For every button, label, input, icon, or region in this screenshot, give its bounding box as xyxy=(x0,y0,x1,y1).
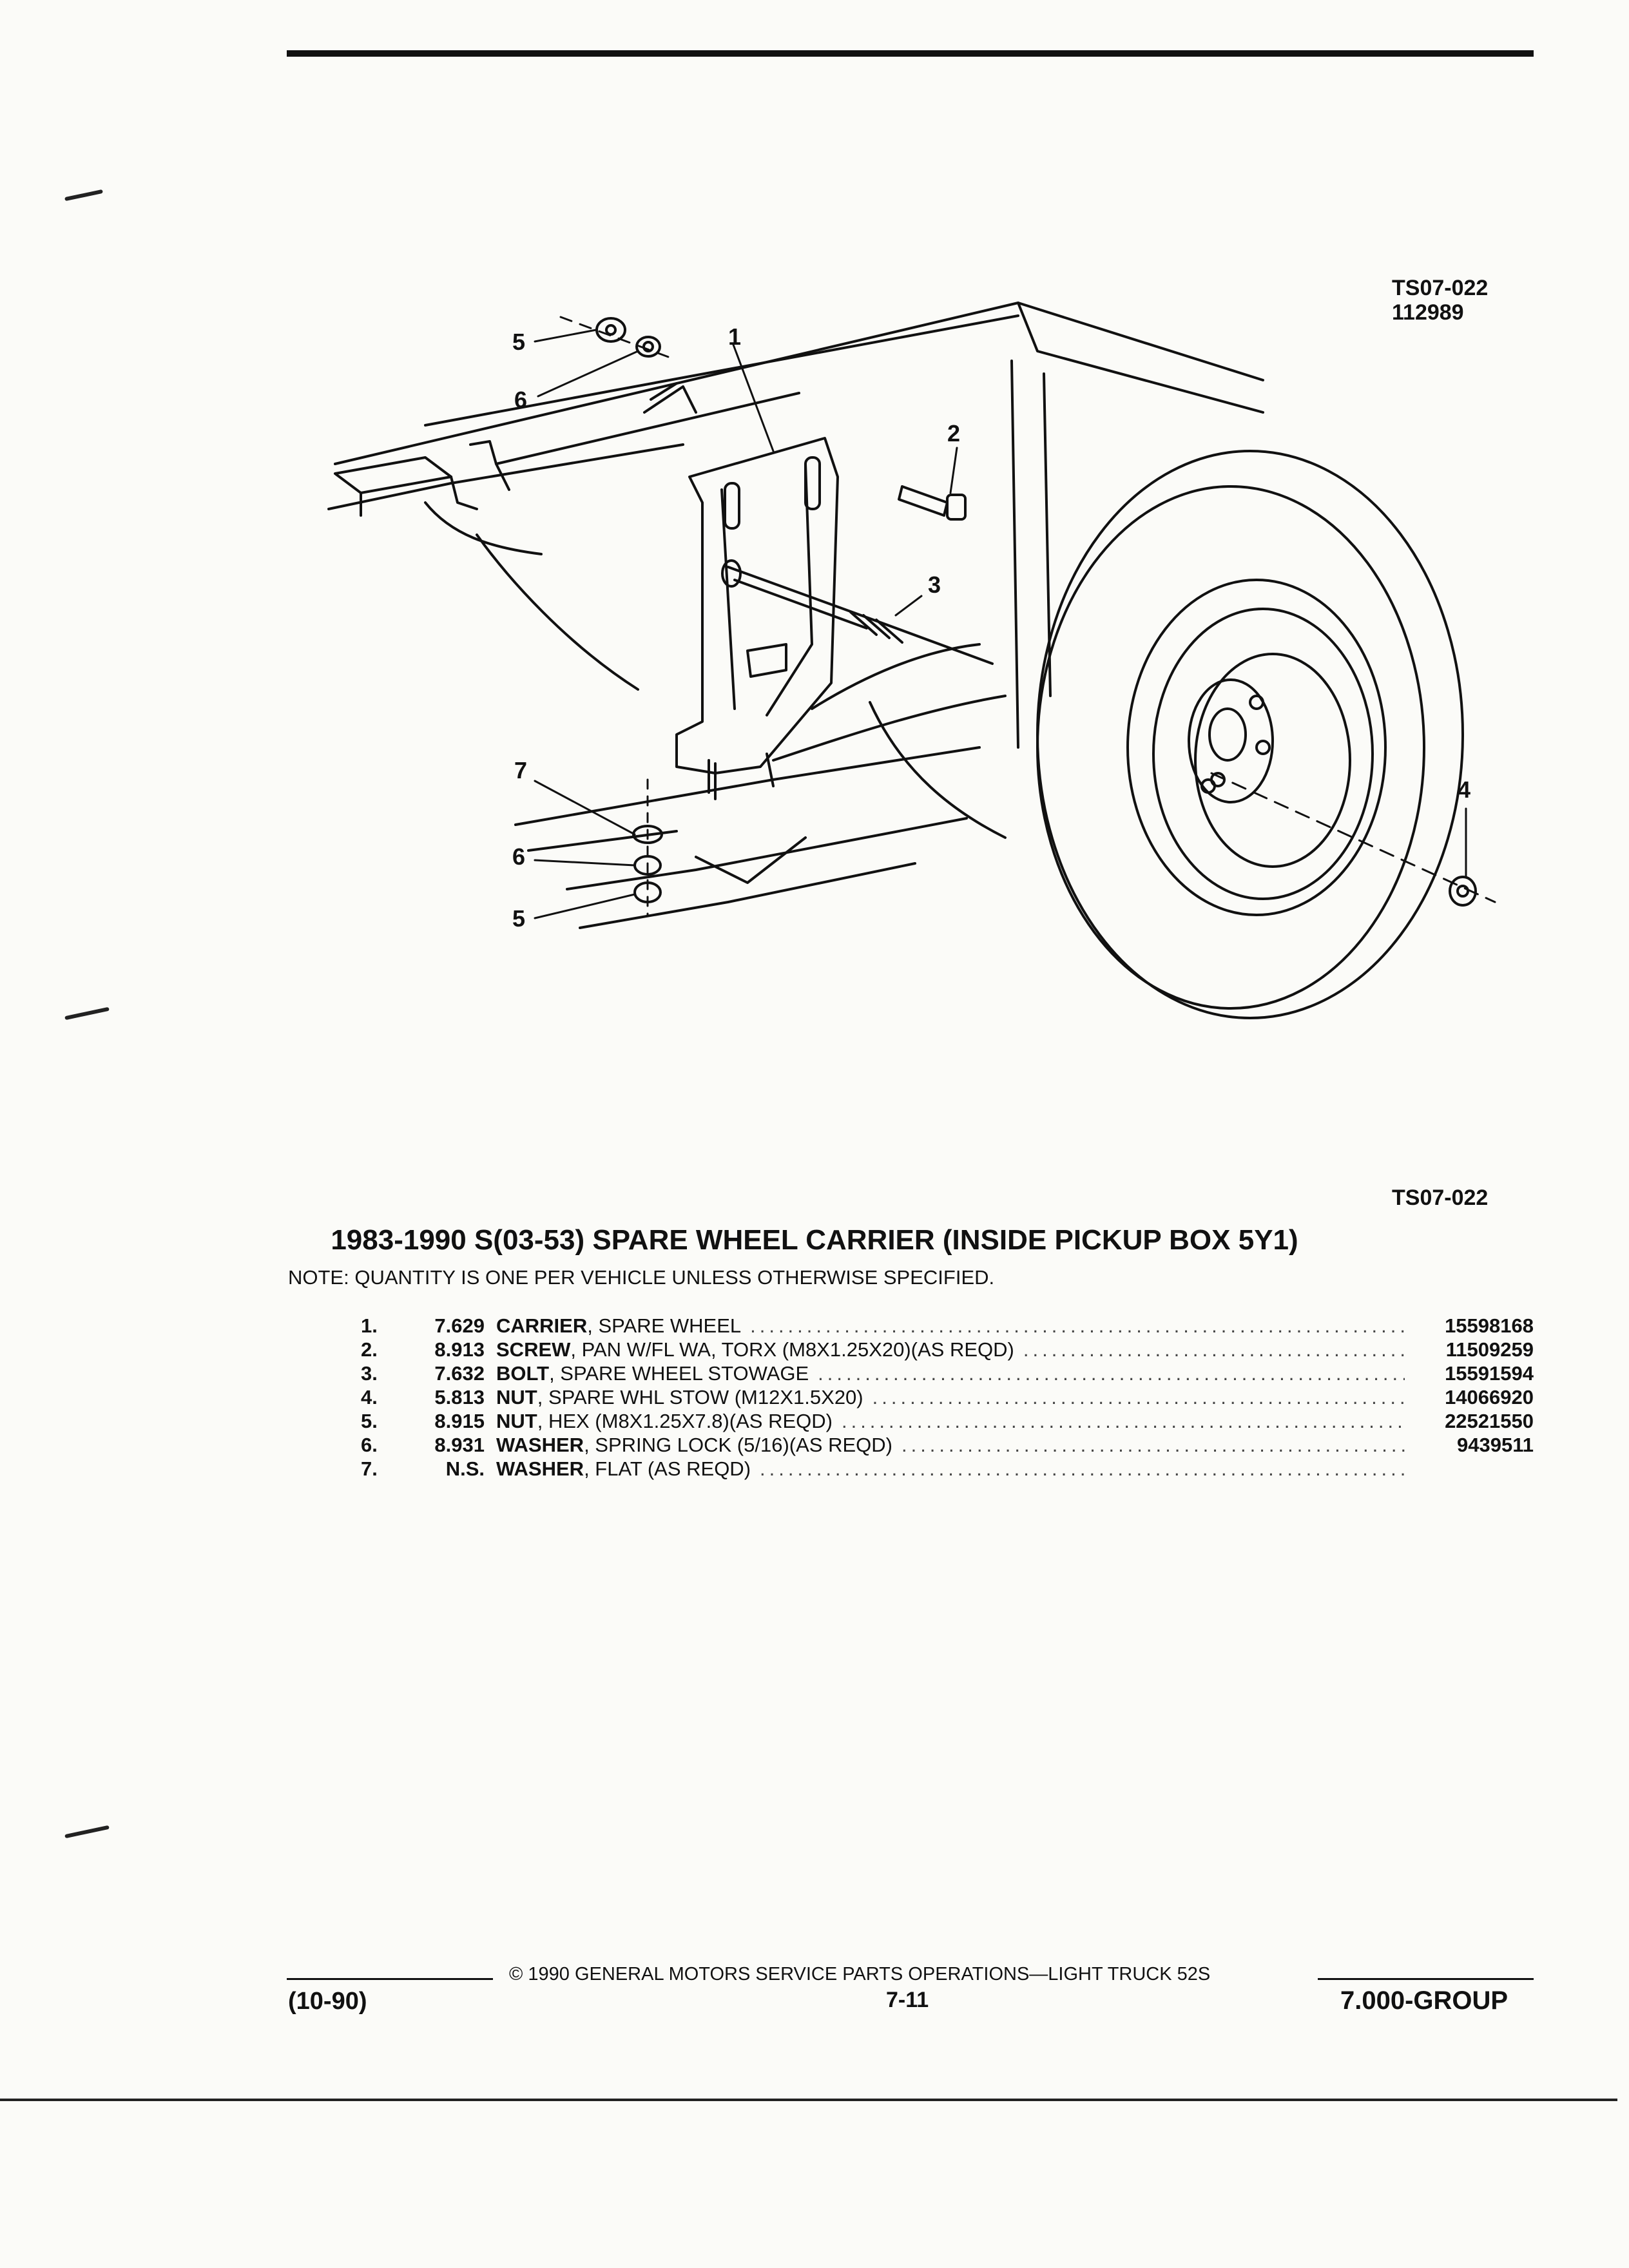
part-name: CARRIER xyxy=(496,1314,588,1337)
quantity-note: NOTE: QUANTITY IS ONE PER VEHICLE UNLESS… xyxy=(288,1266,995,1289)
item-number: 1. xyxy=(361,1314,378,1337)
item-number: 5. xyxy=(361,1410,378,1432)
callout-6-lower: 6 xyxy=(512,843,525,870)
page-title: 1983-1990 S(03-53) SPARE WHEEL CARRIER (… xyxy=(331,1224,1298,1256)
catalog-code: 7.629 xyxy=(434,1314,485,1337)
parts-row: 1. 7.629 CARRIER , SPARE WHEEL 15598168 xyxy=(361,1314,1534,1338)
callout-7: 7 xyxy=(514,757,527,783)
leader-dots xyxy=(809,1362,1405,1385)
figure-code: TS07-022 xyxy=(1392,276,1489,300)
punch-mark xyxy=(64,1006,110,1021)
item-number: 6. xyxy=(361,1434,378,1456)
callout-6: 6 xyxy=(514,387,527,413)
parts-row: 5. 8.915 NUT , HEX (M8X1.25X7.8)(AS REQD… xyxy=(361,1410,1534,1434)
wheel-nut xyxy=(1449,876,1477,907)
bottom-rule xyxy=(0,2099,1617,2101)
washer-top xyxy=(635,336,661,358)
catalog-code: 8.915 xyxy=(434,1410,485,1432)
part-name: BOLT xyxy=(496,1362,550,1385)
callout-2: 2 xyxy=(947,420,960,447)
catalog-code: N.S. xyxy=(445,1457,485,1480)
part-number: 14066920 xyxy=(1445,1386,1534,1408)
part-number: 9439511 xyxy=(1457,1434,1534,1456)
part-description: , SPARE WHEEL xyxy=(587,1314,742,1337)
leader-dots xyxy=(863,1386,1405,1409)
leader-dots xyxy=(751,1457,1405,1481)
part-name: SCREW xyxy=(496,1338,571,1361)
part-name: WASHER xyxy=(496,1457,584,1480)
spare-wheel xyxy=(1036,450,1464,1019)
part-description: , SPARE WHL STOW (M12X1.5X20) xyxy=(537,1386,863,1408)
part-number: 15591594 xyxy=(1445,1362,1534,1385)
parts-row: 4. 5.813 NUT , SPARE WHL STOW (M12X1.5X2… xyxy=(361,1386,1534,1410)
figure-date-code: 112989 xyxy=(1392,300,1464,325)
exploded-view-illustration: 1 2 3 4 5 6 7 6 5 xyxy=(327,302,1496,1019)
catalog-code: 5.813 xyxy=(434,1386,485,1408)
callout-5: 5 xyxy=(512,329,525,355)
footer-date: (10-90) xyxy=(288,1988,367,2015)
leader-dots xyxy=(1014,1338,1405,1361)
figure-code-caption: TS07-022 xyxy=(1392,1186,1489,1210)
item-number: 3. xyxy=(361,1362,378,1385)
side-rail xyxy=(334,382,800,517)
part-description: , PAN W/FL WA, TORX (M8X1.25X20)(AS REQD… xyxy=(570,1338,1014,1361)
footer-rule-right xyxy=(1318,1978,1534,1980)
footer-copyright: © 1990 GENERAL MOTORS SERVICE PARTS OPER… xyxy=(509,1964,1211,1984)
footer-group: 7.000-GROUP xyxy=(1340,1986,1509,2015)
callout-3: 3 xyxy=(928,572,941,598)
part-number: 22521550 xyxy=(1445,1410,1534,1432)
parts-row: 7. N.S. WASHER , FLAT (AS REQD) xyxy=(361,1457,1534,1481)
part-number: 11509259 xyxy=(1445,1338,1534,1361)
catalog-code: 7.632 xyxy=(434,1362,485,1385)
screw xyxy=(898,485,967,521)
part-description: , FLAT (AS REQD) xyxy=(584,1457,751,1480)
leader-dots xyxy=(833,1410,1405,1433)
part-name: NUT xyxy=(496,1410,537,1432)
part-name: NUT xyxy=(496,1386,537,1408)
catalog-code: 8.931 xyxy=(434,1434,485,1456)
part-description: , HEX (M8X1.25X7.8)(AS REQD) xyxy=(537,1410,833,1432)
top-rule xyxy=(287,50,1534,57)
parts-row: 3. 7.632 BOLT , SPARE WHEEL STOWAGE 1559… xyxy=(361,1362,1534,1386)
leader-dots xyxy=(741,1314,1405,1338)
part-name: WASHER xyxy=(496,1434,584,1456)
punch-mark xyxy=(64,189,103,202)
callout-5-lower: 5 xyxy=(512,905,525,932)
parts-row: 2. 8.913 SCREW , PAN W/FL WA, TORX (M8X1… xyxy=(361,1338,1534,1362)
leader-lines xyxy=(534,329,1467,919)
carrier-bracket xyxy=(675,437,839,800)
footer-rule-left xyxy=(287,1978,493,1980)
leader-dots xyxy=(892,1434,1405,1457)
catalog-code: 8.913 xyxy=(434,1338,485,1361)
callout-4: 4 xyxy=(1458,776,1470,803)
part-number: 15598168 xyxy=(1445,1314,1534,1337)
part-description: , SPRING LOCK (5/16)(AS REQD) xyxy=(584,1434,892,1456)
item-number: 2. xyxy=(361,1338,378,1361)
parts-list: 1. 7.629 CARRIER , SPARE WHEEL 15598168 … xyxy=(361,1314,1534,1481)
part-description: , SPARE WHEEL STOWAGE xyxy=(549,1362,809,1385)
page-number: 7-11 xyxy=(886,1988,929,2012)
item-number: 4. xyxy=(361,1386,378,1408)
pickup-box xyxy=(327,302,1264,929)
punch-mark xyxy=(64,1825,110,1839)
nut-top xyxy=(595,317,626,343)
stowage-bolt xyxy=(721,559,994,665)
item-number: 7. xyxy=(361,1457,378,1480)
callout-1: 1 xyxy=(728,323,741,350)
parts-row: 6. 8.931 WASHER , SPRING LOCK (5/16)(AS … xyxy=(361,1434,1534,1457)
